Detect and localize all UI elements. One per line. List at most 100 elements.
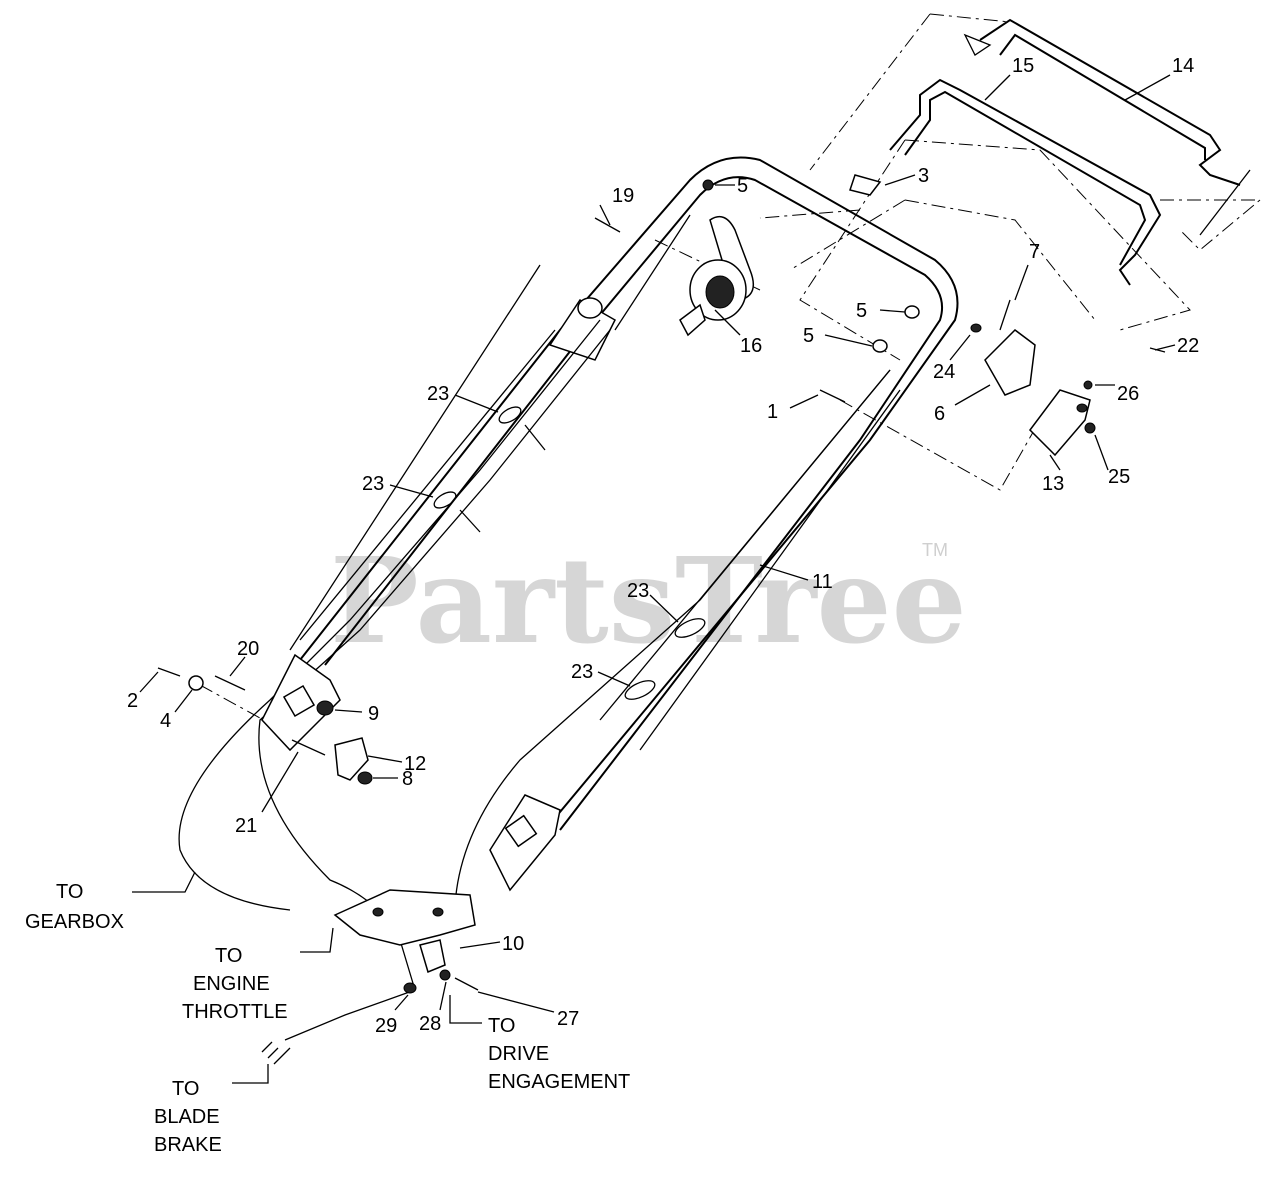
to-engine-throttle-line-2: ENGINE xyxy=(193,973,270,995)
callout-2: 2 xyxy=(127,690,138,712)
part-7-link xyxy=(999,299,1011,331)
assembly-lines xyxy=(199,13,1262,741)
callout-5: 5 xyxy=(856,300,867,322)
assembly-line xyxy=(904,139,1191,331)
cable-tie xyxy=(624,680,656,700)
part-9-nut xyxy=(316,700,334,716)
part-29-nut xyxy=(403,982,417,994)
callout-6: 6 xyxy=(934,403,945,425)
bail-14-outline xyxy=(979,18,1241,186)
leader-23 xyxy=(454,394,499,413)
right-bracket-slot xyxy=(504,814,538,848)
callout-27: 27 xyxy=(557,1008,579,1030)
leader-23 xyxy=(597,671,631,687)
leader-to-gearbox xyxy=(132,871,196,893)
assembly-line xyxy=(929,13,1011,23)
callout-16: 16 xyxy=(740,335,762,357)
cable-bracket-plate xyxy=(333,889,476,946)
callout-29: 29 xyxy=(375,1015,397,1037)
part-25-nut xyxy=(1084,422,1096,434)
part-8-nut xyxy=(357,771,373,785)
handle-tube-line xyxy=(614,214,691,331)
watermark-brand: PartsTree xyxy=(330,531,967,670)
callout-9: 9 xyxy=(368,703,379,725)
throttle-control-16 xyxy=(679,215,755,337)
leader-21 xyxy=(261,751,299,813)
leader-12 xyxy=(367,755,403,763)
to-gearbox-line-2: GEARBOX xyxy=(25,911,124,933)
callout-28: 28 xyxy=(419,1013,441,1035)
cable-bracket-hole xyxy=(372,907,384,917)
part-5-nut xyxy=(702,179,714,191)
bail-15-outline xyxy=(889,78,1162,286)
callout-23: 23 xyxy=(427,383,449,405)
throttle-hub xyxy=(705,275,735,309)
handle-tube-line xyxy=(289,264,541,651)
leader-5 xyxy=(879,309,906,313)
cable-mount-assembly xyxy=(984,299,1091,457)
callout-13: 13 xyxy=(1042,473,1064,495)
bail-14-rod xyxy=(1199,169,1251,236)
part-3-plate xyxy=(849,174,882,196)
to-drive-engagement-line-1: TO xyxy=(488,1015,515,1037)
leader-1 xyxy=(789,394,819,409)
leader-lines xyxy=(132,74,1176,1084)
leader-3 xyxy=(884,174,916,186)
cable-bracket-10 xyxy=(333,889,476,974)
leader-25 xyxy=(1094,434,1109,471)
callout-22: 22 xyxy=(1177,335,1199,357)
callout-11: 11 xyxy=(812,571,833,593)
left-handle-bracket xyxy=(261,653,341,752)
callout-23: 23 xyxy=(627,580,649,602)
to-drive-engagement-line-3: ENGAGEMENT xyxy=(488,1071,630,1093)
to-blade-brake-line-3: BRAKE xyxy=(154,1134,222,1156)
handle-outer-edge xyxy=(299,156,959,831)
cable-tie xyxy=(674,618,706,638)
part-28-nut xyxy=(439,969,451,981)
leader-24 xyxy=(949,334,971,361)
drive-cable xyxy=(454,369,891,906)
callout-23: 23 xyxy=(362,473,384,495)
callout-19: 19 xyxy=(612,185,634,207)
callout-25: 25 xyxy=(1108,466,1130,488)
handle-tube-line xyxy=(639,389,901,751)
watermark-trademark: TM xyxy=(922,540,948,560)
callout-23: 23 xyxy=(571,661,593,683)
gearbox-cable xyxy=(178,319,601,911)
to-blade-brake-line-2: BLADE xyxy=(154,1106,220,1128)
cable-ties xyxy=(433,406,706,700)
part-27-bolt xyxy=(454,977,479,991)
leader-27 xyxy=(477,991,555,1013)
leader-4 xyxy=(174,689,193,713)
part-6-bracket xyxy=(984,329,1036,396)
callout-3: 3 xyxy=(918,165,929,187)
assembly-line xyxy=(1160,199,1262,251)
assembly-line xyxy=(809,13,931,171)
leader-6 xyxy=(954,384,991,406)
brake-cable xyxy=(284,989,416,1041)
throttle-base xyxy=(679,303,706,337)
callout-5: 5 xyxy=(737,175,748,197)
leader-29 xyxy=(394,994,409,1011)
brake-spring xyxy=(261,1041,291,1065)
leader-16 xyxy=(714,309,741,336)
watermark: PartsTree TM xyxy=(330,531,967,670)
callout-26: 26 xyxy=(1117,383,1139,405)
to-gearbox-line-1: TO xyxy=(56,881,83,903)
callout-15: 15 xyxy=(1012,55,1034,77)
fasteners xyxy=(157,179,1166,994)
leader-5 xyxy=(824,334,873,347)
to-engine-throttle-line-1: TO xyxy=(215,945,242,967)
cable-tie-tail xyxy=(524,424,546,451)
part-1-bolt xyxy=(819,389,846,403)
leader-7 xyxy=(1014,264,1029,301)
cable-tie xyxy=(498,406,522,424)
part-13-hole xyxy=(1076,403,1088,413)
cable-tie xyxy=(433,491,457,509)
leader-13 xyxy=(1049,454,1061,471)
assembly-line xyxy=(839,399,1041,491)
part-5-spacer xyxy=(872,339,888,353)
left-bracket-slot xyxy=(282,684,316,718)
callout-7: 7 xyxy=(1029,241,1040,263)
